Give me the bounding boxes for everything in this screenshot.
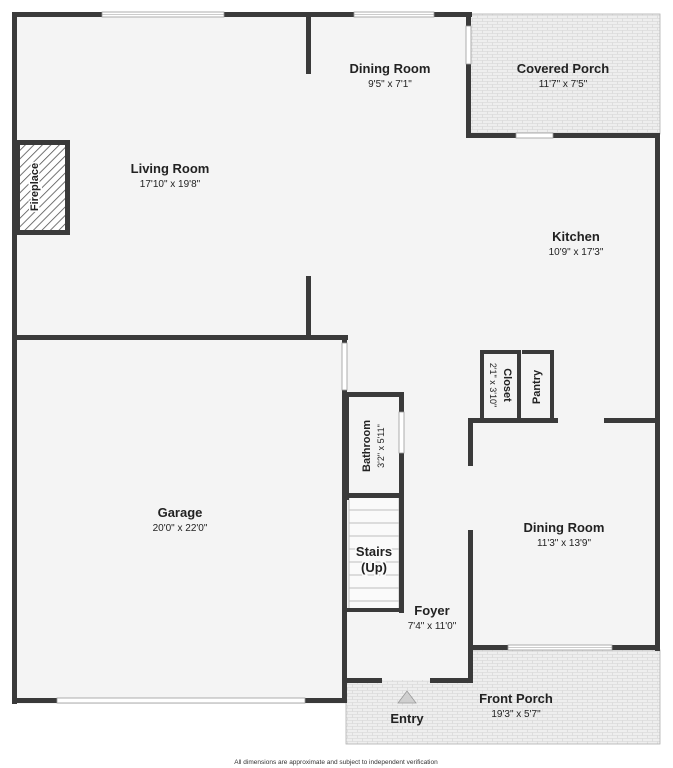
covered-porch-floor xyxy=(469,13,661,135)
stairs-name: Stairs xyxy=(356,544,392,559)
covered-porch-name: Covered Porch xyxy=(517,61,610,76)
windows xyxy=(56,11,613,704)
dining-top-dims: 9'5" x 7'1" xyxy=(368,79,412,90)
bathroom-dims: 3'2" x 5'11" xyxy=(376,424,386,468)
foyer-dims: 7'4" x 11'0" xyxy=(408,621,457,632)
garage-name: Garage xyxy=(158,505,203,520)
pantry-name: Pantry xyxy=(531,369,543,404)
entry-label: Entry xyxy=(390,711,424,726)
front-porch-dims: 19'3" x 5'7" xyxy=(491,709,541,720)
entry-arrow-icon xyxy=(397,690,417,704)
front-porch-name: Front Porch xyxy=(479,691,553,706)
walls xyxy=(12,12,660,704)
kitchen-dims: 10'9" x 17'3" xyxy=(549,247,604,258)
stairs-direction: (Up) xyxy=(361,560,387,575)
fireplace-hatch xyxy=(20,145,65,230)
dining-bottom-name: Dining Room xyxy=(524,520,605,535)
fireplace-label: Fireplace xyxy=(29,163,41,211)
closet-dims: 2'1" x 3'10" xyxy=(488,363,498,407)
dining-bottom-floor xyxy=(471,420,657,650)
foyer-name: Foyer xyxy=(414,603,449,618)
kitchen-name: Kitchen xyxy=(552,229,600,244)
living-room-name: Living Room xyxy=(131,161,210,176)
dining-top-name: Dining Room xyxy=(350,61,431,76)
garage-dims: 20'0" x 22'0" xyxy=(153,523,208,534)
closet-name: Closet xyxy=(501,368,513,402)
living-room-dims: 17'10" x 19'8" xyxy=(140,179,201,190)
covered-porch-dims: 11'7" x 7'5" xyxy=(539,79,588,90)
dining-bottom-dims: 11'3" x 13'9" xyxy=(537,538,592,549)
bathroom-name: Bathroom xyxy=(361,420,373,472)
footer-disclaimer: All dimensions are approximate and subje… xyxy=(234,759,438,766)
